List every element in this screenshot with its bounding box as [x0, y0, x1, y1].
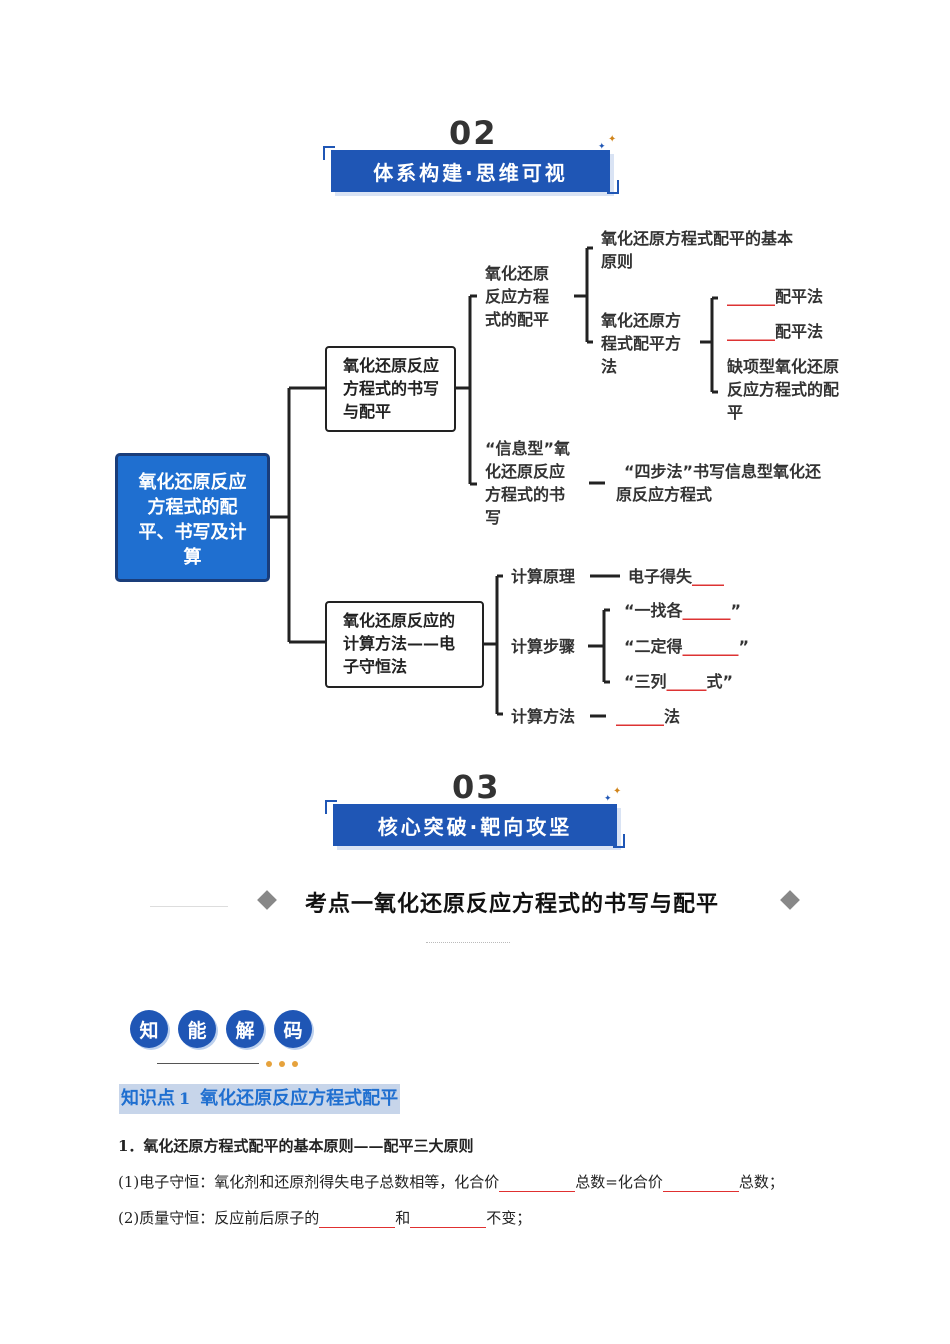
badge-ma: 码	[274, 1010, 312, 1048]
mindmap-branch-calculation: 氧化还原反应的计算方法——电子守恒法	[325, 601, 484, 688]
mindmap-node-four-step: “四步法”书写信息型氧化还原反应方程式	[616, 462, 822, 504]
mindmap-node-balancing: 氧化还原反应方程式的配平	[485, 264, 550, 329]
section-banner: 核心突破·靶向攻坚	[333, 804, 617, 846]
mindmap-calc-principle: 计算原理	[511, 567, 576, 586]
mindmap-node-methods: 氧化还原方程式配平方法	[601, 311, 682, 376]
mindmap-connectors	[270, 246, 718, 718]
mindmap-step-2: “二定得_______”	[624, 637, 750, 656]
banner-frame-right	[613, 834, 625, 848]
mindmap-calc-steps: 计算步骤	[511, 637, 576, 656]
mindmap-node-info-type: “信息型”氧化还原反应方程式的书写	[485, 439, 571, 527]
section-number: 02	[449, 114, 498, 152]
item-heading: 1．氧化还原方程式配平的基本原则——配平三大原则	[118, 1137, 474, 1155]
mindmap-root: 氧化还原反应方程式的配平、书写及计算	[115, 453, 270, 582]
topic-rule-left	[150, 906, 228, 907]
dot-decoration	[279, 1061, 285, 1067]
blank-field	[499, 1175, 576, 1192]
section-title: 体系构建·思维可视	[373, 160, 568, 185]
banner-frame-left	[323, 146, 335, 160]
badge-jie: 解	[226, 1010, 264, 1048]
mindmap-calc-principle-value: 电子得失____	[628, 567, 725, 586]
topic-title: 考点一氧化还原反应方程式的书写与配平	[305, 892, 720, 917]
mindmap-method-3: 缺项型氧化还原反应方程式的配平	[727, 357, 840, 422]
sparkle-icon: ✦	[598, 142, 606, 152]
banner-frame-right	[607, 180, 619, 194]
mindmap-method-2: ______配平法	[727, 322, 824, 341]
badge-underline	[157, 1063, 259, 1064]
badge-neng: 能	[178, 1010, 216, 1048]
principle-line-1: (1)电子守恒：氧化剂和还原剂得失电子总数相等，化合价总数=化合价总数；	[118, 1173, 784, 1192]
sparkle-icon: ✦	[608, 134, 617, 145]
mindmap-step-1: “一找各______”	[624, 601, 742, 620]
diamond-icon	[780, 890, 800, 910]
blank-field	[410, 1211, 487, 1228]
badge-zhi: 知	[130, 1010, 168, 1048]
mindmap-calc-method-value: ______法	[616, 707, 681, 726]
banner-frame-left	[325, 800, 337, 814]
section-number: 03	[452, 768, 501, 806]
section-title: 核心突破·靶向攻坚	[377, 814, 573, 839]
sparkle-icon: ✦	[604, 794, 612, 804]
mindmap-branch-writing: 氧化还原反应方程式的书写与配平	[325, 346, 456, 432]
section-banner: 体系构建·思维可视	[331, 150, 610, 192]
mindmap-node-principles: 氧化还原方程式配平的基本原则	[601, 229, 794, 271]
blank-field	[319, 1211, 396, 1228]
dot-decoration	[292, 1061, 298, 1067]
mindmap-step-3: “三列_____式”	[624, 672, 734, 691]
mindmap-calc-method: 计算方法	[511, 707, 576, 726]
topic-rule-bottom	[426, 942, 510, 943]
blank-field	[662, 1175, 739, 1192]
sparkle-icon: ✦	[613, 786, 622, 797]
dot-decoration	[266, 1061, 272, 1067]
diamond-icon	[257, 890, 277, 910]
mindmap-method-1: ______配平法	[727, 287, 824, 306]
principle-line-2: (2)质量守恒：反应前后原子的和不变；	[118, 1209, 532, 1228]
